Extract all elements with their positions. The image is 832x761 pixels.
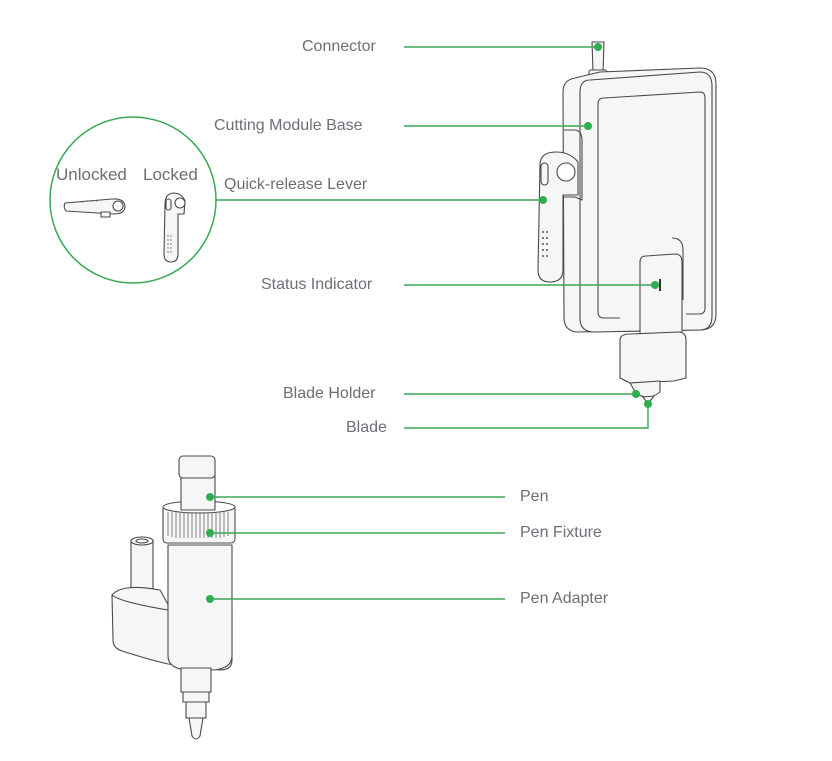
cutting-module-base-marker [584,122,592,130]
blade-holder-marker [632,390,640,398]
pen-adapter-label: Pen Adapter [520,590,609,607]
quick-release-lever-label: Quick-release Lever [224,176,368,193]
pen-module-illustration [111,455,236,740]
status-indicator-label: Status Indicator [261,276,373,293]
cutting-module-leaders [215,43,659,429]
locked-label: Locked [143,165,198,184]
status-indicator-marker [651,281,659,289]
connector-marker [594,43,602,51]
pen-adapter-marker [206,595,214,603]
blade-holder-collar [619,331,687,384]
status-window [639,253,683,335]
pen-body-top [180,473,216,511]
pen-tip [188,717,204,740]
pen-label: Pen [520,488,549,505]
pen-cap [178,455,216,479]
locked-lever-icon [163,192,186,263]
inset-circle [49,116,217,284]
lever-state-inset [49,116,217,284]
blade-marker [644,400,652,408]
connector-label: Connector [302,38,376,55]
unlocked-lever-icon [63,198,126,218]
pen-fixture-marker [206,529,214,537]
blade-label: Blade [346,419,387,436]
cutting-module-illustration [537,41,717,405]
blade-part [642,395,655,405]
quick-release-lever-marker [539,196,547,204]
pen-body-bottom [180,667,212,693]
unlocked-label: Unlocked [56,165,127,184]
adapter-cylinder [167,544,233,671]
pen-fixture-label: Pen Fixture [520,524,602,541]
quick-release-lever-part [537,151,579,283]
blade-leader [404,404,649,429]
blade-holder-label: Blade Holder [283,385,376,402]
cutting-module-base-label: Cutting Module Base [214,117,363,134]
pen-marker [206,493,214,501]
lever-grip-dots [542,231,548,257]
pen-module-leaders [206,493,505,603]
